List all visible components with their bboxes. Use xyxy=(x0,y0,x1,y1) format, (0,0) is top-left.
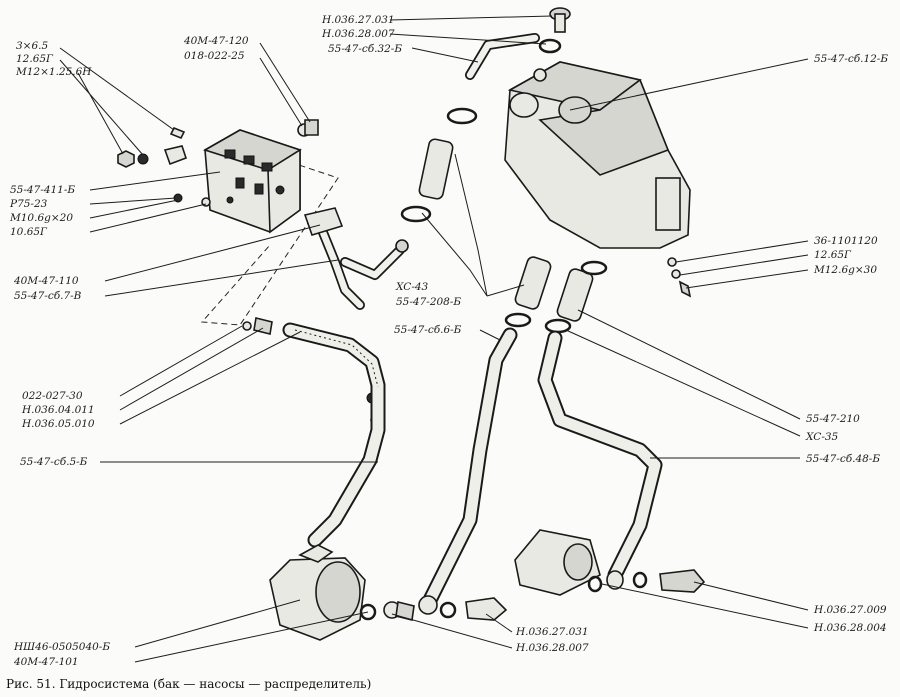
right-side-bolts xyxy=(667,257,692,298)
label-h036-04-011: H.036.04.011 xyxy=(21,404,95,416)
label-h036-27-009: H.036.27.009 xyxy=(813,604,887,616)
leader-lines xyxy=(59,15,809,663)
distributor-block xyxy=(203,129,302,234)
label-nut-m12: M12×1.25.6H xyxy=(15,66,92,78)
label-h036-05-010: H.036.05.010 xyxy=(21,418,95,430)
label-bolt-m10: M10.6g×20 xyxy=(9,212,73,224)
rubber-sleeves-and-clamps xyxy=(400,138,608,334)
left-pump xyxy=(269,544,508,641)
label-washer-12-65g-right: 12.65Г xyxy=(814,249,852,261)
label-hose-55-47-sb32b: 55-47-сб.32-Б xyxy=(328,43,402,55)
label-sleeve-55-47-210: 55-47-210 xyxy=(806,413,860,425)
label-h036-28-007-bottom: H.036.28.007 xyxy=(515,642,589,654)
figure-caption: Рис. 51. Гидросистема (бак — насосы — ра… xyxy=(6,677,371,691)
label-ring-h036-28-007: H.036.28.007 xyxy=(321,28,395,40)
label-sleeve-55-47-208b: 55-47-208-Б xyxy=(396,296,461,308)
right-pump xyxy=(514,529,706,596)
label-ring-022-027-30: 022-027-30 xyxy=(22,390,83,402)
label-cap-h036-27-031: H.036.27.031 xyxy=(321,14,395,26)
label-40m-47-110: 40M-47-110 xyxy=(13,275,79,287)
left-pressure-hose xyxy=(282,322,386,548)
label-h036-28-004: H.036.28.004 xyxy=(813,622,887,634)
label-pipe-55-47-sb7v: 55-47-сб.7-В xyxy=(14,290,82,302)
label-pipe-55-47-sb48b: 55-47-сб.48-Б xyxy=(806,453,880,465)
suction-pipe-48b xyxy=(537,330,663,583)
label-ring-018-022-25: 018-022-25 xyxy=(184,50,245,62)
pipe-7v xyxy=(303,207,409,310)
part-labels: 3×6.5 12.65Г M12×1.25.6H 40M-47-120 018-… xyxy=(9,14,888,668)
dashed-outline xyxy=(200,161,339,326)
breather-hose xyxy=(446,33,540,125)
suction-pipe-6b xyxy=(418,327,518,615)
label-h036-27-031-bottom: H.036.27.031 xyxy=(515,626,589,638)
label-bolt-m12: M12.6g×30 xyxy=(813,264,877,276)
label-40m-47-120: 40M-47-120 xyxy=(183,35,249,47)
tank-cap xyxy=(538,7,571,54)
label-distributor-55-47-411b: 55-47-411-Б xyxy=(10,184,75,196)
label-hose-55-47-sb5b: 55-47-сб.5-Б xyxy=(20,456,88,468)
label-clamp-xc-43: XC-43 xyxy=(395,281,429,293)
label-clamp-xc-35: XC-35 xyxy=(805,431,839,443)
hydraulic-tank xyxy=(504,61,691,249)
label-36-1101120: 36-1101120 xyxy=(814,235,878,247)
label-pipe-55-47-sb6b: 55-47-сб.6-Б xyxy=(394,324,462,336)
label-p75-23: P75-23 xyxy=(9,198,48,210)
label-washer-3x6-5: 3×6.5 xyxy=(16,40,48,52)
label-washer-10-65g: 10.65Г xyxy=(10,226,48,238)
label-pump-hsh46: HШ46-0505040-Б xyxy=(13,641,110,653)
label-tank-55-47-sb12b: 55-47-сб.12-Б xyxy=(814,53,888,65)
label-washer-12-65g: 12.65Г xyxy=(16,53,54,65)
label-40m-47-101: 40M-47-101 xyxy=(13,656,79,668)
